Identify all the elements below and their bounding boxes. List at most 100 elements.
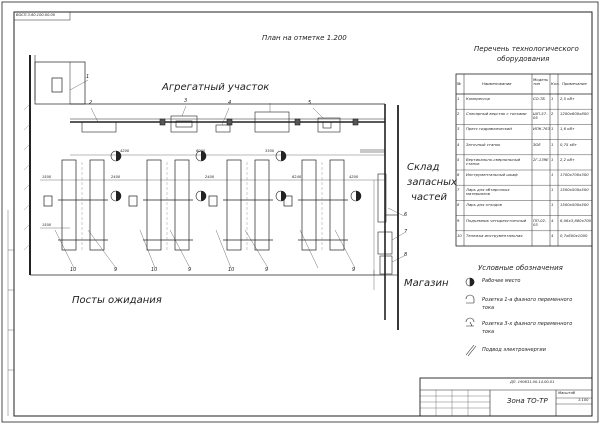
legend-item-socket-3phase: Розетка 3-х фазного переменного тока [482, 321, 573, 335]
top-stamp-box [13, 11, 71, 21]
callout-number: 3 [184, 98, 188, 104]
table-cell-n: 10 [457, 232, 462, 238]
legend-item-power-supply: Подвод электроэнергии [482, 347, 546, 353]
dim-label: 1500 [42, 175, 52, 179]
table-cell-name: Инструментальный шкаф [466, 172, 518, 177]
lift-rail [89, 159, 105, 251]
table-cell-name: Заточный станок [466, 141, 501, 147]
table-cell-note: 1200х600х800 [560, 111, 589, 117]
area-aggregate-label: Агрегатный участок [162, 82, 270, 93]
lift-rail [174, 159, 190, 251]
title-block-sheet-label: Масштаб [558, 391, 576, 395]
table-cell-note: 1,6 кВт [560, 126, 575, 132]
th-num: № [457, 81, 461, 86]
table-cell-qty: 4 [551, 217, 554, 223]
th-model: Модель тип [533, 77, 549, 87]
callout-number: 8 [404, 252, 408, 258]
callout-number: 9 [114, 267, 118, 273]
table-cell-qty: 1 [551, 202, 554, 208]
table-cell-n: 3 [457, 126, 460, 132]
th-name: Наименование [482, 81, 512, 86]
lift-rail [226, 159, 242, 251]
dim-label: 6240 [292, 175, 302, 179]
table-cell-name: Пресс гидравлический [466, 126, 512, 132]
table-cell-model: ЗОЕ [533, 141, 541, 147]
callout-number: 5 [308, 100, 312, 106]
dim-label: 6000 [196, 149, 206, 153]
area-warehouse-line3: частей [411, 192, 448, 203]
table-cell-name: Ларь для отходов [466, 202, 502, 208]
callout-number: 9 [352, 267, 356, 273]
callout-number: 7 [404, 229, 408, 235]
callout-number: 9 [265, 267, 269, 273]
table-cell-note: 2,5 кВт [560, 96, 575, 101]
callout-number: 2 [89, 100, 93, 106]
tool-cart [43, 195, 53, 207]
title-block-name: Зона ТО-ТР [507, 397, 548, 405]
wall-hatching [23, 103, 31, 251]
workplace-symbol-fill [281, 191, 286, 201]
equipment-list-title-1: Перечень технологического [474, 45, 579, 53]
legend-item-socket-1phase: Розетка 1-а фазного переменного тока [482, 297, 573, 311]
dim-label: 4200 [120, 149, 130, 153]
title-block-sheet-value: 1:100 [578, 398, 589, 402]
th-qty: Кол. [551, 81, 560, 86]
lift-rail [254, 159, 270, 251]
table-cell-n: 1 [457, 96, 460, 101]
table-cell-n: 5 [457, 156, 460, 162]
callout-number: 10 [228, 267, 235, 273]
table-cell-name: Слесарный верстак с тисками [466, 111, 527, 117]
table-cell-model: 2Г-139Е [533, 156, 549, 162]
callout-number: 4 [228, 100, 232, 106]
title-block-code: ДП. 190631.00.14.00.01 [510, 380, 555, 384]
lift-rail [61, 159, 77, 251]
dimension-lines [40, 154, 385, 290]
table-cell-n: 2 [457, 111, 460, 117]
workplace-symbol-fill [201, 151, 206, 161]
tool-cart [283, 195, 293, 207]
plan-title: План на отметке 1.200 [262, 34, 347, 42]
table-cell-qty: 1 [551, 187, 554, 193]
top-stamp: ВОСП.3.60.100.00.00 [16, 13, 56, 17]
table-cell-name: Подъемник четырехстоечный [466, 217, 527, 223]
area-waiting-label: Посты ожидания [72, 295, 162, 306]
table-cell-model: ИПК-763 [533, 126, 551, 132]
table-cell-n: 9 [457, 217, 460, 223]
table-cell-qty: 4 [551, 232, 554, 238]
table-cell-note: 0,7х600х1000 [560, 232, 588, 238]
table-cell-name: Компрессор [466, 96, 491, 101]
equipment-table-rowlines [456, 108, 592, 232]
table-cell-qty: 1 [551, 172, 554, 177]
left-binding-strip [7, 210, 14, 416]
tool-cart [208, 195, 218, 207]
equipment-table-grid [455, 73, 593, 247]
aggregate-equipment [81, 111, 359, 133]
lift-rail [301, 159, 317, 251]
area-store-label: Магазин [404, 278, 449, 289]
table-cell-n: 7 [457, 187, 460, 193]
legend-symbols [465, 277, 477, 357]
building-walls [29, 55, 399, 330]
table-cell-qty: 1 [551, 141, 554, 147]
callout-number: 10 [70, 267, 77, 273]
table-cell-note: 2,2 кВт [560, 156, 575, 162]
legend-title: Условные обозначения [478, 264, 563, 272]
dim-label: 3300 [265, 149, 275, 153]
workplace-symbol-fill [281, 151, 286, 161]
title-block [419, 377, 593, 417]
table-cell-note: 0,75 кВт [560, 141, 577, 147]
table-cell-n: 8 [457, 202, 460, 208]
table-cell-qty: 1 [551, 156, 554, 162]
area-warehouse-line1: Склад [407, 162, 440, 173]
table-cell-name: Ларь для обтирочных материалов [466, 187, 510, 197]
callout-number: 1 [86, 74, 90, 80]
table-cell-note: 1500х500х500 [560, 187, 589, 193]
service-bays [43, 150, 362, 252]
callout-leaders [54, 79, 405, 269]
table-cell-n: 6 [457, 172, 460, 177]
workplace-symbol-fill [116, 151, 121, 161]
lift-rail [329, 159, 345, 251]
workplace-symbol-fill [356, 191, 361, 201]
dim-label: 4200 [349, 175, 359, 179]
